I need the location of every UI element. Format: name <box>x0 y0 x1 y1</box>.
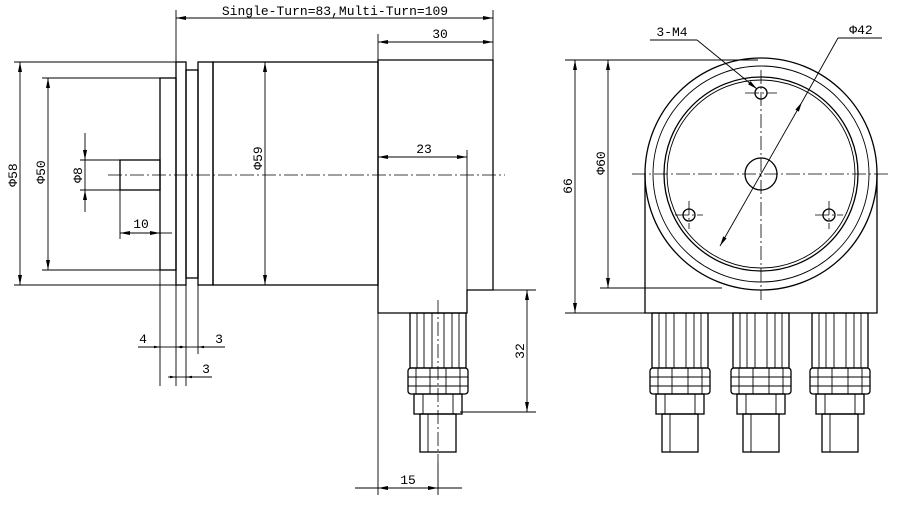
cable-gland-1 <box>649 312 711 453</box>
mounting-hole-right <box>815 201 843 229</box>
dim-overall-length: Single-Turn=83,Multi-Turn=109 <box>175 4 494 62</box>
dim-shaft-length: 10 <box>119 190 172 239</box>
dim-text-shaft-length: 10 <box>133 217 149 232</box>
dim-text-bolt-circle: Φ42 <box>849 23 872 38</box>
mounting-hole-top <box>745 86 777 100</box>
dim-text-gland-length: 32 <box>513 343 528 359</box>
dim-connector-step: 23 <box>378 142 468 290</box>
side-view: Single-Turn=83,Multi-Turn=109 30 23 Φ58 … <box>6 4 536 495</box>
front-view: 3-M4 Φ42 66 Φ60 <box>561 23 890 453</box>
connector-block <box>377 59 494 314</box>
dim-gland-length: 32 <box>460 289 536 413</box>
dim-connector-width: 30 <box>377 27 493 60</box>
dim-text-front-housing-diameter: Φ60 <box>594 151 609 174</box>
callout-text-holes: 3-M4 <box>656 25 687 40</box>
dim-text-housing-diameter: Φ59 <box>251 146 266 169</box>
dim-text-face-diameter: Φ50 <box>34 160 49 183</box>
callout-mounting-holes: 3-M4 <box>650 25 758 90</box>
cable-gland-2 <box>730 312 792 453</box>
dim-text-shaft-diameter: Φ8 <box>71 167 86 183</box>
dim-bolt-circle: Φ42 <box>719 23 882 247</box>
rear-flange <box>197 61 214 286</box>
dim-front-housing-diameter: Φ60 <box>594 60 722 289</box>
dim-shaft-diameter: Φ8 <box>71 133 120 212</box>
dim-text-neck-width: 3 <box>202 362 210 377</box>
dim-flange-stack: 4 3 3 <box>138 270 225 386</box>
flange-neck <box>185 69 199 279</box>
front-face <box>159 77 177 271</box>
dim-overall-height: 66 <box>561 59 758 314</box>
front-flange <box>175 61 187 286</box>
mounting-hole-left <box>675 201 703 229</box>
dim-text-overall-height: 66 <box>561 178 576 194</box>
cable-gland-3 <box>809 312 871 453</box>
dim-flange-diameter: Φ58 <box>6 61 176 286</box>
dim-gland-offset: 15 <box>355 313 462 495</box>
dim-face-diameter: Φ50 <box>34 77 160 271</box>
dim-text-connector-width: 30 <box>432 27 448 42</box>
housing <box>212 61 379 286</box>
dim-text-overall-length: Single-Turn=83,Multi-Turn=109 <box>222 4 448 19</box>
dim-text-flange-thickness: 3 <box>215 332 223 347</box>
dim-text-face-thickness: 4 <box>139 332 147 347</box>
dim-text-connector-step: 23 <box>416 142 432 157</box>
dim-housing-diameter: Φ59 <box>251 62 267 285</box>
dim-text-flange-diameter: Φ58 <box>6 163 21 186</box>
dim-text-gland-offset: 15 <box>400 473 416 488</box>
